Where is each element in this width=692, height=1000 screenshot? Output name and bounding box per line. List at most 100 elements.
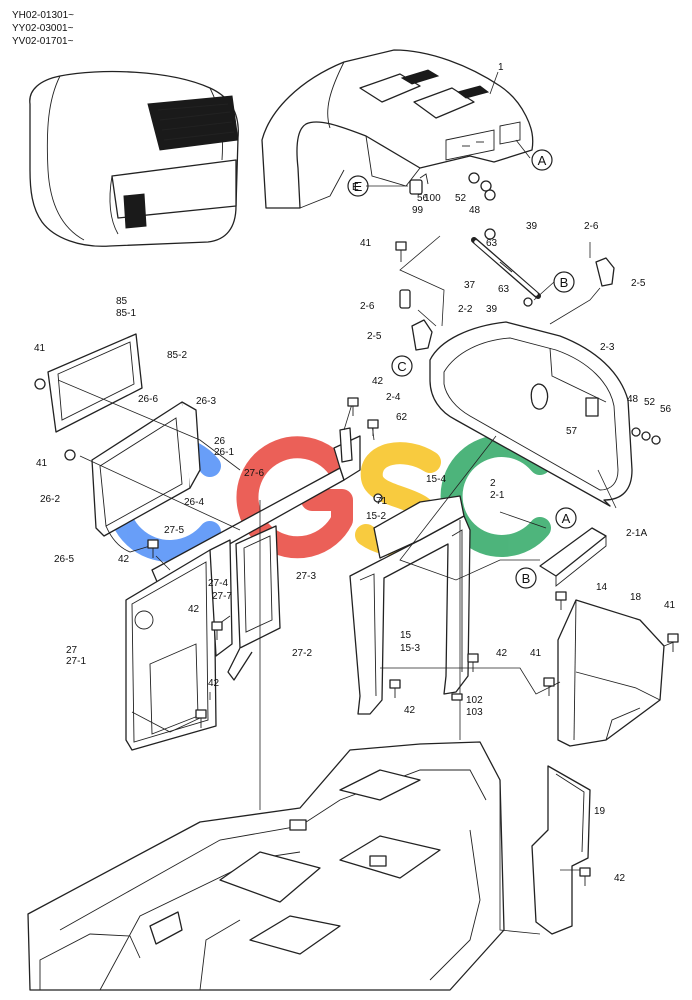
part-number-label: 63 — [498, 284, 510, 295]
part-number-label: 27-6 — [244, 468, 264, 479]
part-number-label: 85 — [116, 296, 128, 307]
part-number-label: 2-1 — [490, 490, 505, 501]
bolt-icon — [347, 397, 359, 416]
callout-b-bottom: B — [515, 567, 537, 589]
bolt-icon — [555, 591, 567, 610]
bolt-icon — [389, 679, 401, 698]
part-number-label: 99 — [412, 205, 424, 216]
part-number-label: 2-5 — [367, 331, 382, 342]
part-number-label: 48 — [469, 205, 481, 216]
callout-label: B — [522, 571, 531, 586]
callout-label: B — [560, 275, 569, 290]
part-number-label: 41 — [664, 600, 676, 611]
callout-label: A — [562, 511, 571, 526]
support-27 — [125, 539, 233, 751]
part-number-label: 15-4 — [426, 474, 446, 485]
part-number-label: 63 — [486, 238, 498, 249]
bolt-group — [147, 241, 679, 886]
callout-b-top: B — [553, 271, 575, 293]
part-number-label: 42 — [208, 678, 220, 689]
watermark-letter-g — [236, 436, 353, 559]
part-number-label: 2-3 — [600, 342, 615, 353]
part-number-label: 42 — [614, 873, 626, 884]
part-number-label: 103 — [466, 707, 483, 718]
bracket-14 — [539, 527, 607, 587]
serial-range-list: YH02-01301~ YY02-03001~ YV02-01701~ — [12, 9, 74, 48]
bracket-27-6 — [151, 427, 383, 585]
part-number-label: 26-5 — [54, 554, 74, 565]
panel-85 — [34, 333, 143, 433]
part-number-label: 2-6 — [584, 221, 599, 232]
part-number-label: 1 — [498, 62, 504, 73]
callout-label: C — [397, 359, 406, 374]
part-number-label: 27-5 — [164, 525, 184, 536]
part-number-label: 2-6 — [360, 301, 375, 312]
part-number-label: 26 — [214, 436, 226, 447]
part-number-label: 2-1A — [626, 528, 647, 539]
part-number-label: 26-1 — [214, 447, 234, 458]
part-number-label: 57 — [566, 426, 578, 437]
part-number-label: 39 — [486, 304, 498, 315]
part-number-label: 52 — [455, 193, 467, 204]
stand-15 — [349, 495, 471, 715]
part-number-label: 2-5 — [631, 278, 646, 289]
part-number-label: 100 — [424, 193, 441, 204]
support-27-3 — [227, 525, 281, 681]
part-number-label: 27 — [66, 645, 78, 656]
leader-lines — [57, 71, 675, 935]
part-number-label: 15-3 — [400, 643, 420, 654]
part-number-label: 42 — [496, 648, 508, 659]
part-number-label: 14 — [596, 582, 608, 593]
gas-spring-icon — [471, 228, 541, 307]
hood-frame — [399, 257, 661, 507]
part-number-label: 56 — [417, 193, 429, 204]
part-number-label: 26-4 — [184, 497, 204, 508]
bolt-icon — [543, 677, 555, 696]
part-number-label: 15-2 — [366, 511, 386, 522]
callout-a-top: A — [531, 149, 553, 171]
part-number-label: 27-2 — [292, 648, 312, 659]
part-number-label: 48 — [627, 394, 639, 405]
bolt-icon — [367, 419, 379, 436]
part-number-label: 52 — [644, 397, 656, 408]
serial-range: YH02-01301~ — [12, 10, 74, 21]
bolt-icon — [147, 539, 159, 558]
part-number-label: 19 — [594, 806, 606, 817]
part-number-label: 27-3 — [296, 571, 316, 582]
part-number-label: 85-2 — [167, 350, 187, 361]
part-number-label: 27-4 — [208, 578, 228, 589]
part-number-label: 2-4 — [386, 392, 401, 403]
part-number-label: 41 — [34, 343, 46, 354]
serial-range: YV02-01701~ — [12, 36, 74, 47]
part-number-label: 71 — [376, 496, 388, 507]
bolt-icon — [467, 653, 479, 672]
part-number-label: 56 — [660, 404, 672, 415]
engine-hood-icon — [261, 49, 534, 209]
box-18 — [557, 599, 665, 747]
part-number-label: 39 — [526, 221, 538, 232]
part-number-label: 42 — [188, 604, 200, 615]
callout-e: E — [347, 175, 369, 197]
part-number-label: 41 — [360, 238, 372, 249]
hood-hardware — [409, 172, 496, 201]
serial-range: YY02-03001~ — [12, 23, 74, 34]
callout-label: E — [354, 179, 363, 194]
part-number-label: 2-2 — [458, 304, 473, 315]
bolt-icon — [451, 693, 463, 701]
part-number-label: 85-1 — [116, 308, 136, 319]
part-number-label: 41 — [36, 458, 48, 469]
part-number-label: 62 — [396, 412, 408, 423]
part-number-label: 42 — [404, 705, 416, 716]
part-number-label: 42 — [372, 376, 384, 387]
part-number-label: 2 — [490, 478, 496, 489]
part-number-label: E — [352, 182, 359, 193]
machine-rear-view-icon — [29, 70, 239, 247]
bolt-icon — [195, 709, 207, 728]
frame-26 — [64, 401, 201, 553]
part-number-label: 26-2 — [40, 494, 60, 505]
callout-a-bottom: A — [555, 507, 577, 529]
part-number-label: 26-3 — [196, 396, 216, 407]
bolt-icon — [667, 633, 679, 652]
bolt-icon — [395, 241, 407, 262]
